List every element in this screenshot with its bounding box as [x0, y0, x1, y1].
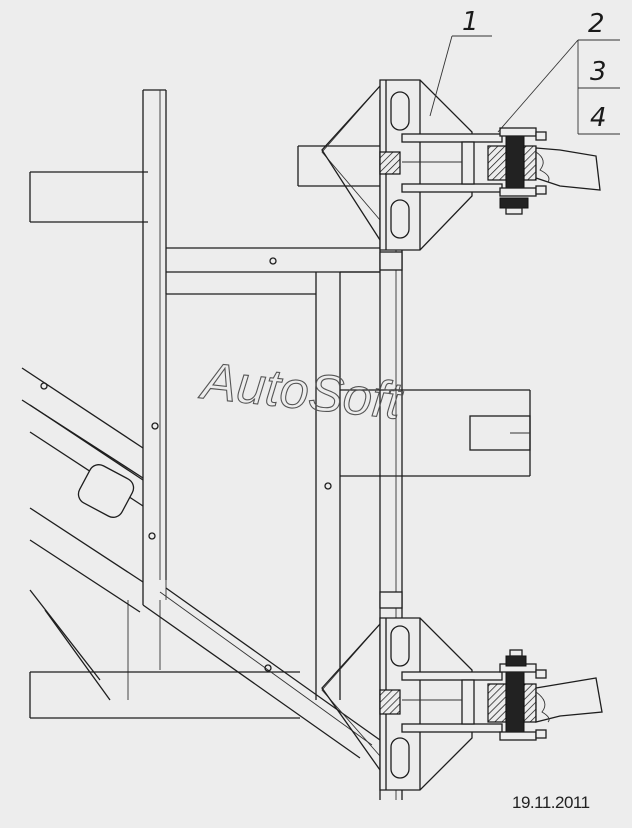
- callout-3: 3: [590, 57, 607, 87]
- date-stamp: 19.11.2011: [512, 793, 590, 812]
- callout-2: 2: [588, 9, 605, 39]
- watermark: AutoSoft: [196, 352, 406, 431]
- callout-leaders: [429, 35, 620, 135]
- callout-1: 1: [462, 7, 479, 37]
- callout-4: 4: [590, 103, 607, 133]
- lower-bracket: [321, 617, 603, 791]
- upper-bracket: [321, 79, 601, 251]
- frame-members: [21, 89, 531, 759]
